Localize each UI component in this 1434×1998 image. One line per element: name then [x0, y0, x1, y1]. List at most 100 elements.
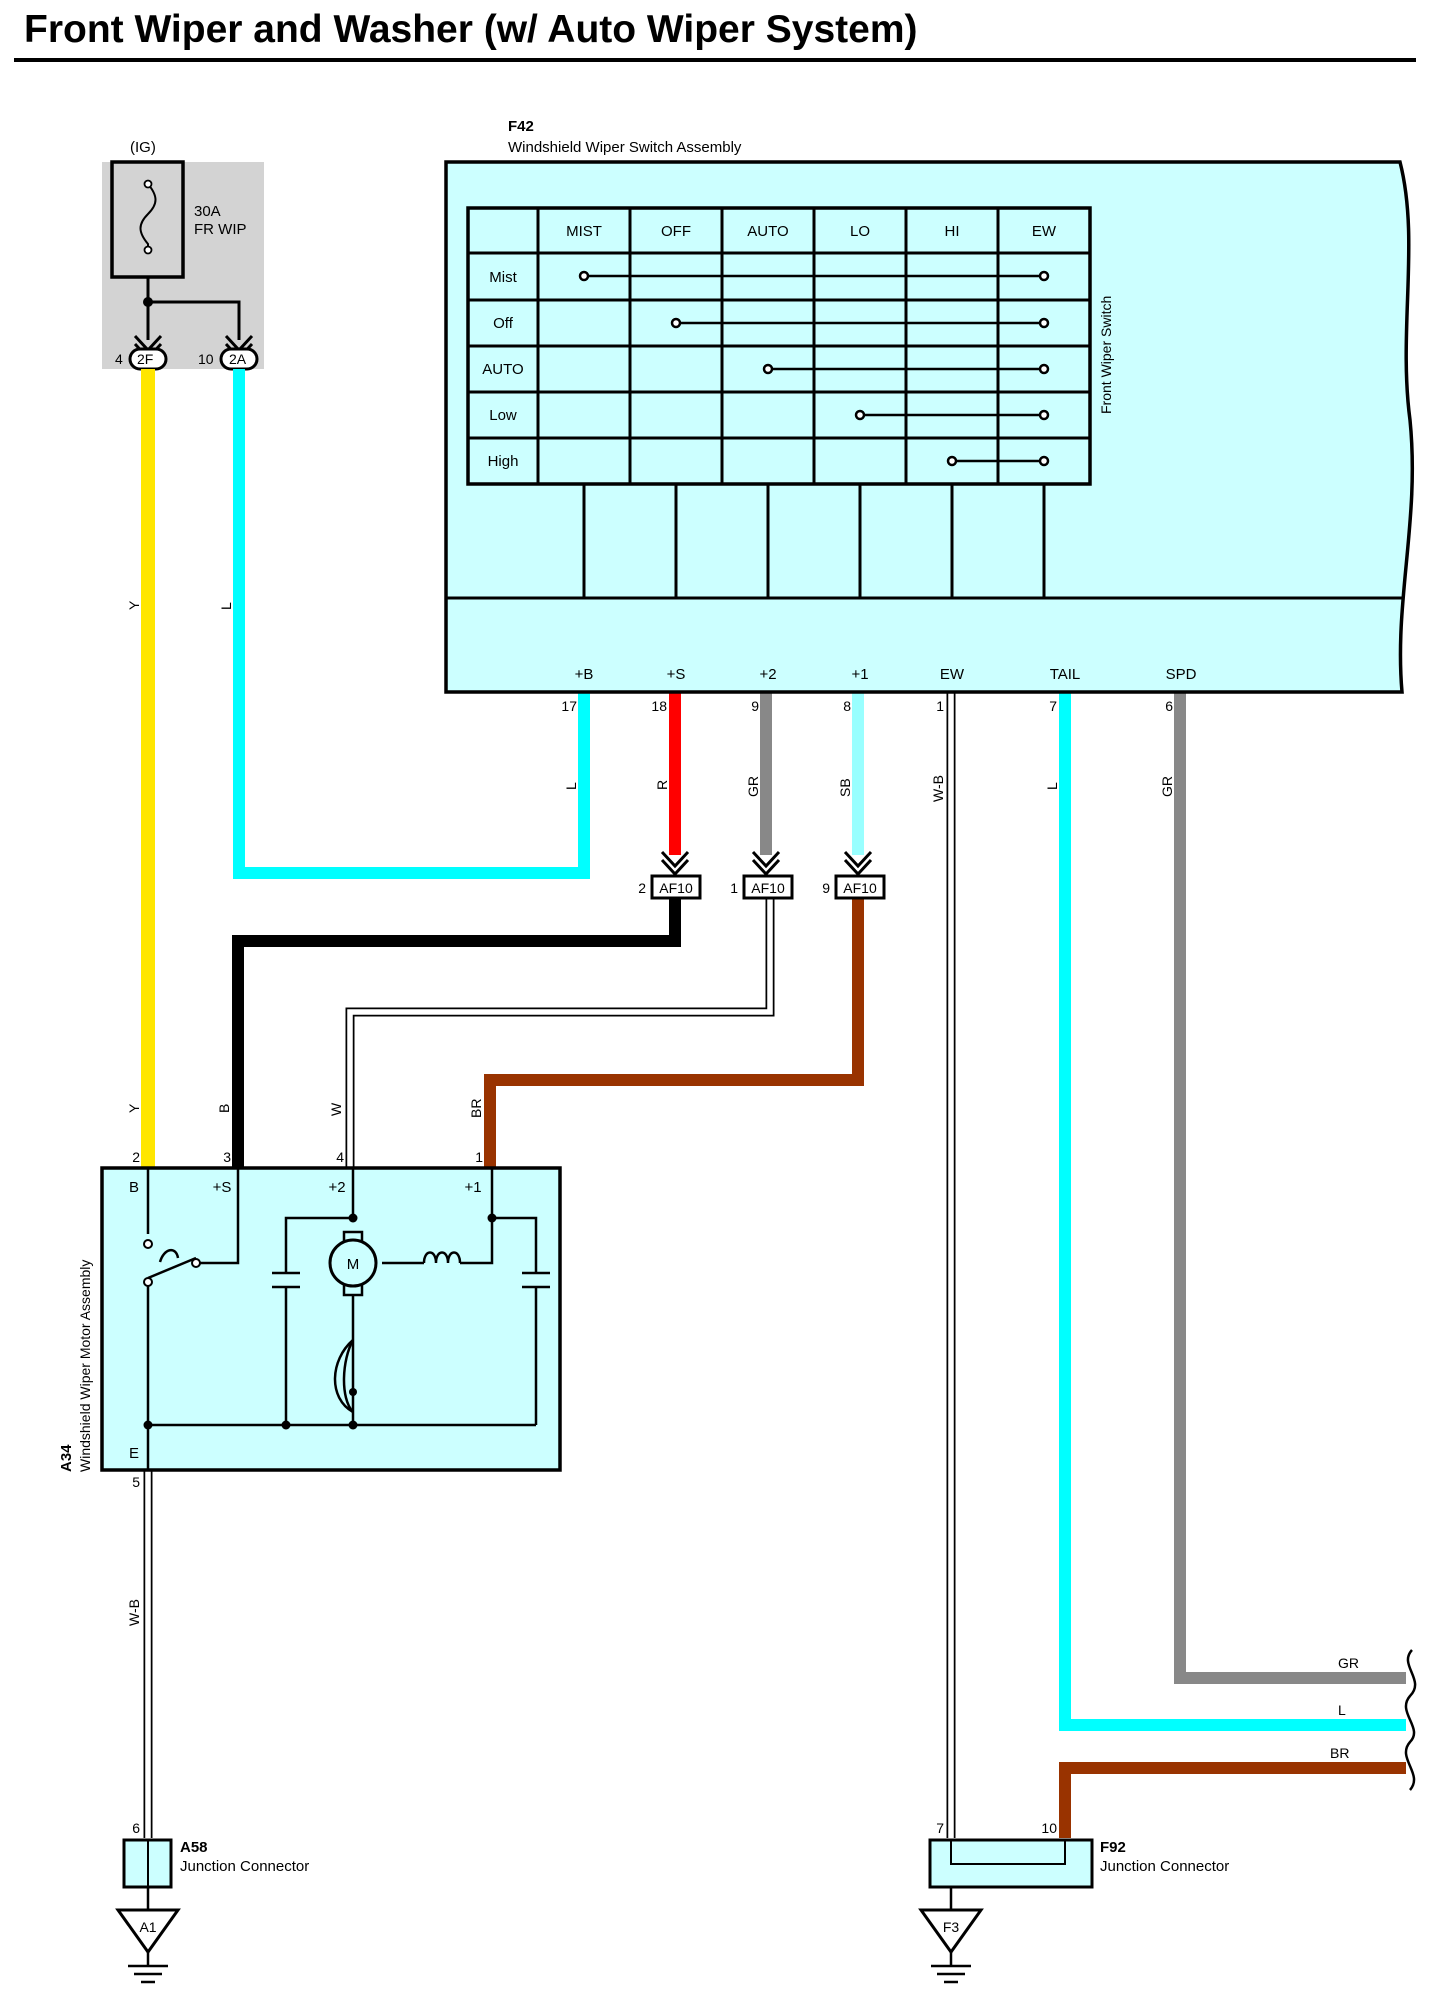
row-label-auto: AUTO [482, 361, 523, 378]
af10-connector-3 [834, 874, 886, 900]
motor-name: Windshield Wiper Motor Assembly [77, 1260, 93, 1472]
wire-label-gr-spd: GR [1159, 776, 1175, 797]
motor-terminal-plus-1: +1 [464, 1179, 481, 1196]
af10-arrow-3 [843, 850, 873, 877]
af10-connector-2-pin: 1 [730, 880, 738, 896]
pin-17: 17 [561, 698, 577, 714]
wire-label-l-tail: L [1044, 782, 1060, 790]
cam-switch-contact-top [143, 1239, 153, 1249]
col-header-lo: LO [850, 223, 870, 240]
col-header-off: OFF [661, 223, 691, 240]
motor-pin-5: 5 [132, 1474, 140, 1490]
af10-connector-1-id: AF10 [659, 880, 693, 896]
connector-2F-id: 2F [137, 351, 153, 367]
junction-dot-bus-left [143, 1420, 153, 1430]
wire-label-w-motor: W [328, 1102, 344, 1116]
junction-dot-bus-mid [348, 1420, 358, 1430]
connector-2A-id: 2A [229, 351, 247, 367]
motor-symbol-label: M [347, 1256, 360, 1273]
cam-switch-contact-bottom [143, 1277, 153, 1287]
wire-label-l-top: L [218, 602, 234, 610]
junction-a58: 6 A58 Junction Connector A1 [115, 1820, 309, 1984]
wire-label-gr-plus-2: GR [745, 776, 761, 797]
fuse-source-label: (IG) [130, 139, 156, 156]
af10-connectors: AF10 2 AF10 1 AF10 9 [638, 850, 886, 900]
fuse-rating: 30A [194, 203, 221, 220]
wire-br-motor [484, 896, 864, 1168]
motor-terminal-plus-2: +2 [328, 1179, 345, 1196]
row-label-off: Off [493, 315, 514, 332]
connector-2F-pin: 4 [115, 351, 123, 367]
motor-icon [328, 1238, 378, 1288]
col-header-ew: EW [1032, 223, 1057, 240]
a58-name: Junction Connector [180, 1858, 309, 1875]
terminal-spd: SPD [1166, 666, 1197, 683]
wire-label-l-plus-b: L [563, 782, 579, 790]
f92-code: F92 [1100, 1839, 1126, 1856]
wire-label-br-motor: BR [468, 1099, 484, 1118]
switch-name: Windshield Wiper Switch Assembly [508, 139, 742, 156]
wire-break-icon [1404, 1649, 1417, 1791]
f92-pin-10: 10 [1041, 1820, 1057, 1836]
junction-f92: 7 10 F92 Junction Connector F3 [918, 1820, 1229, 1984]
wire-label-l-right: L [1338, 1702, 1346, 1718]
terminal-ew: EW [940, 666, 965, 683]
wiper-motor-assembly: 2 3 4 1 B +S +2 +1 E 5 [58, 1149, 562, 1490]
switch-side-label: Front Wiper Switch [1098, 296, 1114, 414]
connector-2A-pin: 10 [198, 351, 214, 367]
af10-connector-1-pin: 2 [638, 880, 646, 896]
motor-internal-circuit [146, 1168, 550, 1470]
af10-arrow-1 [660, 850, 690, 877]
ground-f3-label: F3 [943, 1919, 960, 1935]
af10-connector-3-pin: 9 [822, 880, 830, 896]
pin-9: 9 [751, 698, 759, 714]
af10-connector-2 [742, 874, 794, 900]
a58-pin: 6 [132, 1820, 140, 1836]
wire-w [347, 896, 773, 1168]
switch-table: MIST OFF AUTO LO HI EW Mist Off AUTO Low… [466, 206, 1092, 598]
junction-dot-bus-cap [281, 1420, 291, 1430]
f92-pin-7: 7 [936, 1820, 944, 1836]
junction-dot-plus1 [487, 1213, 497, 1223]
switch-assembly: F42 Windshield Wiper Switch Assembly MIS… [444, 118, 1415, 802]
wire-label-sb: SB [837, 778, 853, 797]
motor-pin-4: 4 [336, 1149, 344, 1165]
motor-code: A34 [58, 1444, 75, 1472]
motor-pin-1: 1 [475, 1149, 483, 1165]
col-header-hi: HI [945, 223, 960, 240]
motor-terminal-b: B [129, 1179, 139, 1196]
terminal-plus-s: +S [667, 666, 686, 683]
motor-terminal-plus-s: +S [213, 1179, 232, 1196]
switch-connection-bars [578, 270, 1050, 467]
junction-dot-plus2 [348, 1213, 358, 1223]
motor-terminal-e: E [129, 1445, 139, 1462]
ground-f3-icon [918, 1908, 984, 1955]
af10-connector-2-id: AF10 [751, 880, 785, 896]
wire-label-r: R [654, 780, 670, 790]
terminal-plus-2: +2 [759, 666, 776, 683]
terminal-plus-1: +1 [851, 666, 868, 683]
terminal-plus-b: +B [575, 666, 594, 683]
f92-name: Junction Connector [1100, 1858, 1229, 1875]
a58-code: A58 [180, 1839, 208, 1856]
row-label-low: Low [489, 407, 517, 424]
junction-dot-breaker [349, 1388, 357, 1396]
motor-pin-3: 3 [223, 1149, 231, 1165]
fuse-name: FR WIP [194, 221, 247, 238]
right-wire-ends: GR L BR [1330, 1649, 1417, 1791]
wire-label-y-top: Y [126, 600, 142, 610]
switch-box [444, 160, 1415, 694]
af10-arrow-2 [751, 850, 781, 877]
pin-7: 7 [1049, 698, 1057, 714]
wire-label-wb-motor: W-B [126, 1599, 142, 1626]
ground-a1-icon [115, 1908, 181, 1955]
pin-1: 1 [936, 698, 944, 714]
motor-pin-2: 2 [132, 1149, 140, 1165]
f92-internal-link [950, 1840, 1066, 1865]
fuse-branch [148, 300, 241, 340]
switch-table-gridlines [468, 208, 1090, 484]
wire-l-tail [1059, 692, 1406, 1731]
af10-connector-1 [650, 874, 702, 900]
ground-f3-symbol [931, 1952, 971, 1984]
